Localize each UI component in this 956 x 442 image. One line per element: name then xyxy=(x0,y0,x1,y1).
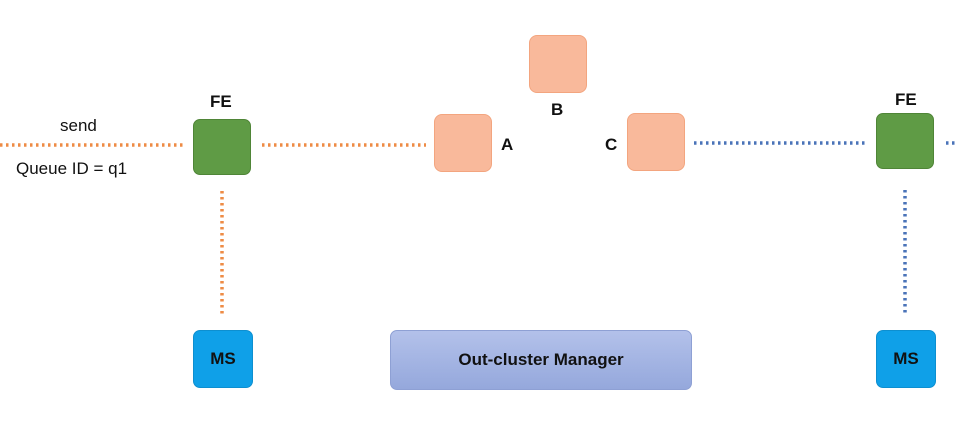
server-a-node xyxy=(434,114,492,172)
server-a-label: A xyxy=(501,135,514,154)
send-label: send xyxy=(60,116,97,135)
server-b-label: B xyxy=(551,100,564,119)
queue-id-label: Queue ID = q1 xyxy=(16,159,128,178)
right-fe-node xyxy=(876,113,934,169)
left-ms-node: MS xyxy=(193,330,253,388)
right-fe-label: FE xyxy=(895,90,917,109)
server-c-node xyxy=(627,113,685,171)
left-fe-label: FE xyxy=(210,92,232,111)
server-c-label: C xyxy=(605,135,618,154)
right-ms-node: MS xyxy=(876,330,936,388)
left-fe-node xyxy=(193,119,251,175)
out-cluster-manager-node: Out-cluster Manager xyxy=(390,330,692,390)
server-b-node xyxy=(529,35,587,93)
